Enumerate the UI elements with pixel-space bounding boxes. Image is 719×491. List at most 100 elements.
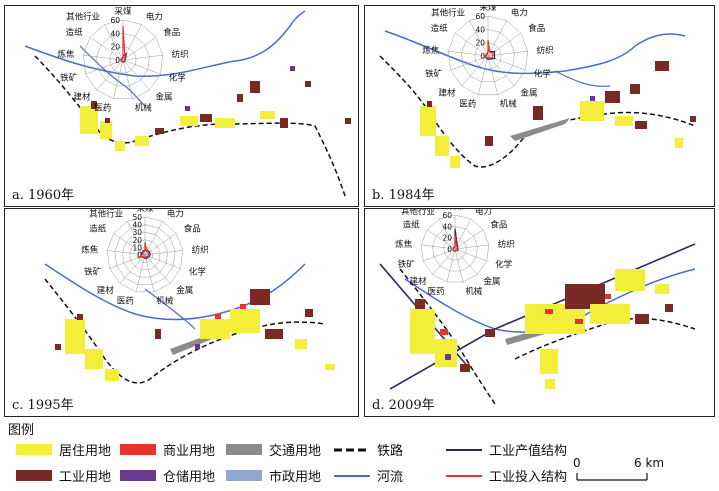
- legend-label: 工业产值结构: [489, 444, 568, 459]
- radar-tick-label: 40: [132, 221, 142, 230]
- radar-axis-label: 造纸: [431, 23, 449, 34]
- radar-spoke: [487, 55, 515, 87]
- radar-axis-label: 其他行业: [431, 8, 465, 19]
- legend-output-structure: 工业产值结构: [446, 440, 567, 459]
- radar-axis-label: 建材: [97, 285, 115, 296]
- transport-land: [510, 118, 570, 141]
- land-use-patches: [55, 289, 335, 381]
- radar-axis-label: 金属: [156, 92, 173, 103]
- radar-tick-label: 60: [475, 12, 485, 21]
- radar-tick-label: 40: [442, 222, 452, 231]
- industrial-swatch: [16, 470, 52, 481]
- radar-axis-label: 食品: [163, 27, 180, 38]
- panel-label: b. 1984年: [370, 184, 437, 203]
- radar-tick-label: 0: [480, 52, 485, 61]
- radar-axis-label: 食品: [490, 220, 507, 231]
- legend-label: 工业用地: [59, 470, 112, 485]
- radar-axis-label: 造纸: [89, 223, 107, 234]
- radar-axis-label: 纺织: [172, 49, 189, 60]
- radar-axis-label: 炼焦: [81, 244, 99, 255]
- legend-label: 商业用地: [163, 444, 216, 459]
- radar-spoke: [113, 233, 146, 256]
- radar-spoke: [113, 59, 124, 99]
- radar-tick-label: 30: [132, 228, 142, 237]
- radar-axis-label: 医药: [117, 296, 134, 307]
- residential-swatch: [16, 444, 52, 455]
- river-symbol: [334, 470, 370, 482]
- radar-spoke: [122, 59, 150, 91]
- radar-axis-label: 金属: [176, 285, 193, 296]
- radar-ring: [96, 33, 150, 87]
- radar-spoke: [107, 250, 146, 256]
- panel-label: c. 1995年: [10, 394, 76, 413]
- legend-residential: 居住用地: [16, 440, 111, 459]
- radar-axis-label: 纺织: [498, 239, 515, 250]
- radar-axis-label: 食品: [184, 223, 201, 234]
- radar-spoke: [144, 254, 155, 292]
- legend-label: 居住用地: [59, 444, 112, 459]
- radar-axis-label: 建材: [438, 88, 456, 99]
- radar-axis-label: 化学: [534, 68, 552, 79]
- input-line-symbol: [446, 470, 482, 482]
- radar-spoke: [421, 244, 456, 250]
- radar-axis-label: 电力: [475, 209, 492, 217]
- transport-swatch: [226, 444, 262, 455]
- industry-input-series: [120, 25, 126, 63]
- radar-axis-label: 造纸: [66, 27, 84, 38]
- legend-industrial: 工业用地: [16, 466, 111, 485]
- radar-spoke: [122, 59, 133, 99]
- legend-label: 市政用地: [269, 470, 322, 485]
- radar-ring: [461, 29, 515, 83]
- radar-axis-label: 采煤: [114, 6, 132, 17]
- output-line-symbol: [446, 444, 482, 456]
- radar-axis-label: 化学: [189, 267, 207, 278]
- radar-tick-label: 50: [132, 213, 142, 222]
- radar-spoke: [446, 248, 456, 283]
- radar-axis-label: 铁矿: [398, 259, 416, 270]
- river: [24, 10, 306, 77]
- legend-label: 河流: [377, 470, 404, 485]
- radar-axis-label: 建材: [73, 92, 91, 103]
- radar-tick-label: 20: [132, 236, 142, 245]
- industry-input-series: [137, 241, 150, 259]
- radar-ring: [107, 216, 183, 293]
- radar-spoke: [119, 254, 146, 284]
- legend-storage: 仓储用地: [120, 466, 215, 485]
- railway-symbol: [334, 444, 370, 456]
- legend-label: 铁路: [377, 444, 404, 459]
- radar-axis-label: 机械: [156, 296, 174, 307]
- radar-axis-label: 纺织: [192, 244, 209, 255]
- radar-ring: [129, 239, 161, 271]
- radar-axis-label: 铁矿: [60, 72, 78, 83]
- municipal-swatch: [226, 470, 262, 481]
- radar-spoke: [85, 59, 124, 75]
- radar-spoke: [469, 20, 489, 57]
- radar-axis-label: 采煤: [479, 6, 497, 13]
- storage-swatch: [120, 470, 156, 481]
- radar-spoke: [144, 250, 183, 256]
- radar-spoke: [83, 54, 124, 61]
- radar-ring: [432, 226, 478, 272]
- radar-spoke: [144, 254, 181, 269]
- radar-axis-label: 电力: [167, 209, 184, 219]
- river: [44, 263, 306, 321]
- legend-label: 交通用地: [269, 444, 322, 459]
- radar-spoke: [454, 244, 489, 250]
- radar-spoke: [454, 33, 489, 57]
- scale-distance: 6 km: [634, 456, 665, 470]
- radar-spoke: [144, 254, 171, 284]
- radar-axis-label: 采煤: [446, 209, 464, 212]
- river: [384, 30, 686, 75]
- radar-tick-label: 40: [475, 25, 485, 34]
- radar-spoke: [426, 229, 456, 250]
- radar-spoke: [89, 37, 124, 61]
- radar-axis-label: 炼焦: [395, 239, 413, 250]
- railway: [34, 55, 346, 197]
- radar-spoke: [122, 59, 161, 75]
